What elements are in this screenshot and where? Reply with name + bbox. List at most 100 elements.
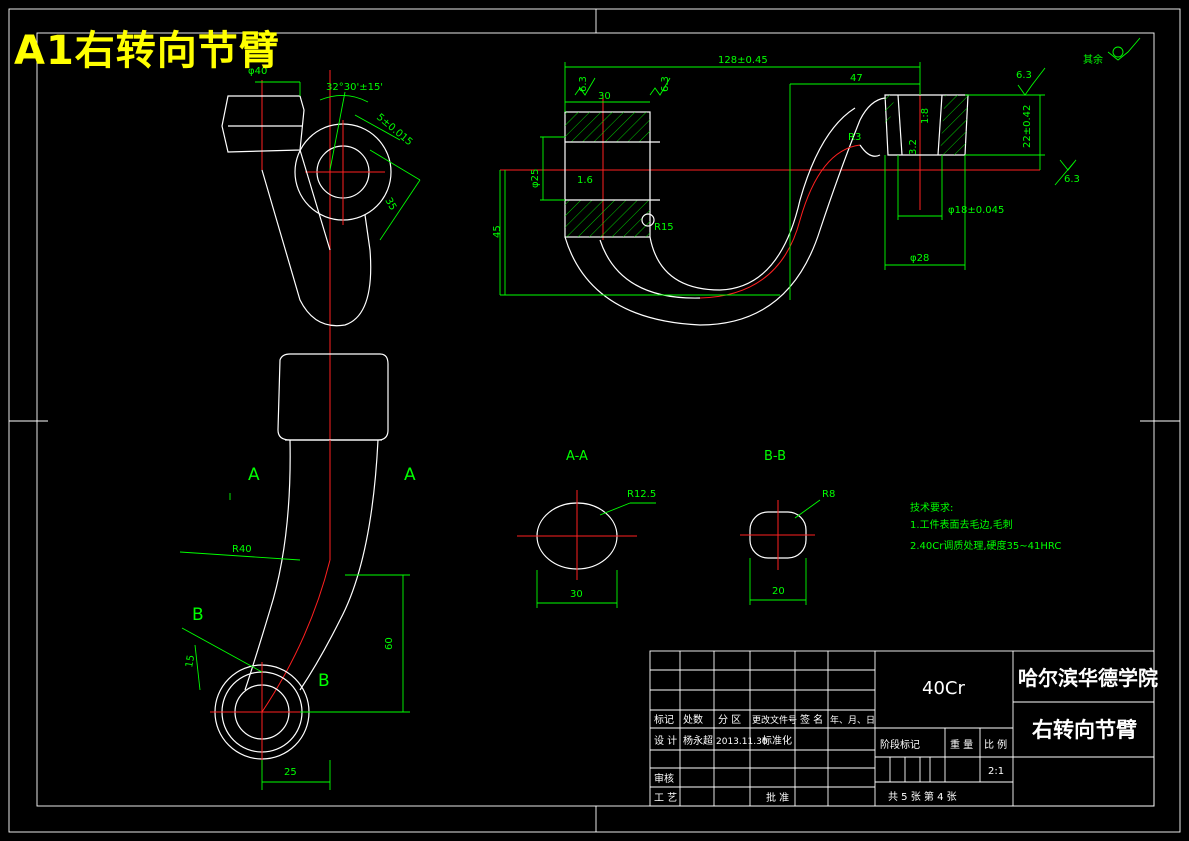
dim-60: 60: [384, 637, 395, 650]
section-b-right: B: [318, 671, 330, 691]
arm-outer: [564, 97, 886, 326]
tb-designer: 杨永超: [683, 734, 713, 747]
fillet-r3: [859, 144, 881, 157]
dim-5: 5±0.015: [374, 112, 414, 148]
dim-35: 35: [382, 196, 398, 213]
dim-phi18: φ18±0.045: [948, 205, 1004, 216]
tb-approve-label: 批 准: [766, 791, 789, 804]
lower-arm-center-curve: [261, 559, 331, 713]
roughness-2: [649, 77, 671, 96]
rough-6.3-b: 6.3: [660, 76, 671, 92]
section-aa-leader: [599, 502, 631, 516]
dim-r40: R40: [232, 544, 252, 555]
right-boss-hatch-right: [940, 95, 968, 155]
right-boss-hatch-left: [885, 95, 895, 130]
title-block-frame: [649, 650, 1155, 807]
roughness-1: [574, 77, 596, 96]
rough-6.3-a: 6.3: [578, 76, 589, 92]
dim-47: 47: [850, 73, 863, 84]
roughness-general-circle: [1112, 46, 1124, 58]
tb-sheets: 共 5 张 第 4 张: [888, 790, 957, 803]
roughness-4: [1054, 159, 1077, 186]
side-view: [179, 70, 421, 790]
sheet-title: A1右转向节臂: [14, 28, 280, 74]
dim-15-line: [194, 644, 201, 691]
upper-boss: [221, 95, 305, 153]
arm-web: [599, 239, 701, 299]
dim-b-line: [181, 627, 263, 673]
section-aa: [517, 490, 656, 608]
fillet-r15: [641, 213, 655, 227]
taper-right: [937, 94, 943, 156]
tb-material: 40Cr: [922, 678, 965, 699]
dim-25: 25: [284, 767, 297, 778]
tb-process-label: 工 艺: [654, 792, 677, 804]
top-view: [499, 37, 1141, 326]
tb-h-count: 处数: [683, 713, 703, 726]
tb-design-date: 2013.11.30: [716, 737, 768, 747]
dim-angle-arc: [319, 95, 369, 103]
dim-phi40: φ40: [248, 66, 267, 77]
tb-h-mark: 标记: [654, 714, 674, 726]
dim-r3: R3: [848, 132, 861, 143]
dim-45: 45: [492, 225, 503, 238]
tb-scale-label: 比 例: [984, 738, 1007, 751]
tb-h-date: 年、月、日: [830, 714, 875, 726]
tb-scale: 2:1: [988, 766, 1004, 777]
tb-review-label: 审核: [654, 772, 674, 785]
inner-frame: [36, 32, 1155, 807]
upper-arm-inner: [299, 149, 331, 251]
tb-school: 哈尔滨华德学院: [1018, 666, 1158, 690]
section-bb-radius: R8: [822, 489, 835, 500]
tb-design-label: 设 计: [654, 734, 677, 747]
section-bb-leader: [794, 499, 821, 519]
tech-req-title: 技术要求:: [910, 501, 953, 514]
tb-weight-label: 重 量: [950, 738, 973, 751]
tb-stage-label: 阶段标记: [880, 738, 920, 751]
section-aa-label: A-A: [566, 449, 588, 464]
dim-angle-line: [329, 91, 346, 171]
roughness-note: 其余: [1083, 53, 1103, 66]
dim-22: 22±0.42: [1022, 105, 1033, 148]
rough-6.3-c: 6.3: [1016, 70, 1032, 81]
dim-35-line: [379, 179, 421, 241]
left-boss-hatch-bottom: [565, 200, 650, 237]
roughness-3: [1017, 67, 1046, 96]
arm-centerline: [699, 144, 861, 299]
section-bb-label: B-B: [764, 449, 786, 464]
lower-arm-right: [299, 439, 379, 691]
tech-req-line1: 1.工件表面去毛边,毛刺: [910, 518, 1013, 531]
dim-128: 128±0.45: [718, 55, 768, 66]
taper-left: [897, 94, 903, 156]
section-bb-width: 20: [772, 586, 785, 597]
section-aa-width: 30: [570, 589, 583, 600]
section-a-left: A: [248, 465, 260, 485]
dim-angle: 32°30'±15': [326, 82, 383, 93]
dim-r15: R15: [654, 222, 674, 233]
section-aa-radius: R12.5: [627, 489, 656, 500]
upper-arm: [261, 169, 372, 327]
section-a-right: A: [404, 465, 416, 485]
middle-boss: [277, 353, 389, 441]
tb-std-label: 标准化: [762, 734, 792, 747]
arm-inner: [649, 107, 856, 291]
section-b-left: B: [192, 605, 204, 625]
dim-phi28: φ28: [910, 253, 929, 264]
dim-phi25: φ25: [530, 169, 541, 188]
dim-1.6: 1.6: [577, 175, 593, 186]
title-block: [649, 650, 1155, 807]
dim-15: 15: [184, 654, 197, 668]
tb-h-zone: 分 区: [718, 714, 741, 726]
tech-req-line2: 2.40Cr调质处理,硬度35~41HRC: [910, 539, 1061, 552]
tb-part-name: 右转向节臂: [1032, 718, 1137, 742]
dim-35-ext: [369, 149, 421, 181]
section-bb: [740, 499, 821, 605]
rough-6.3-d: 6.3: [1064, 174, 1080, 185]
dim-3.2: 3.2: [908, 139, 919, 155]
outer-frame: [8, 8, 1181, 833]
tb-h-sign: 签 名: [800, 713, 823, 726]
dim-taper: 1:8: [920, 108, 931, 124]
dim-30: 30: [598, 91, 611, 102]
roughness-general: [1107, 37, 1141, 61]
